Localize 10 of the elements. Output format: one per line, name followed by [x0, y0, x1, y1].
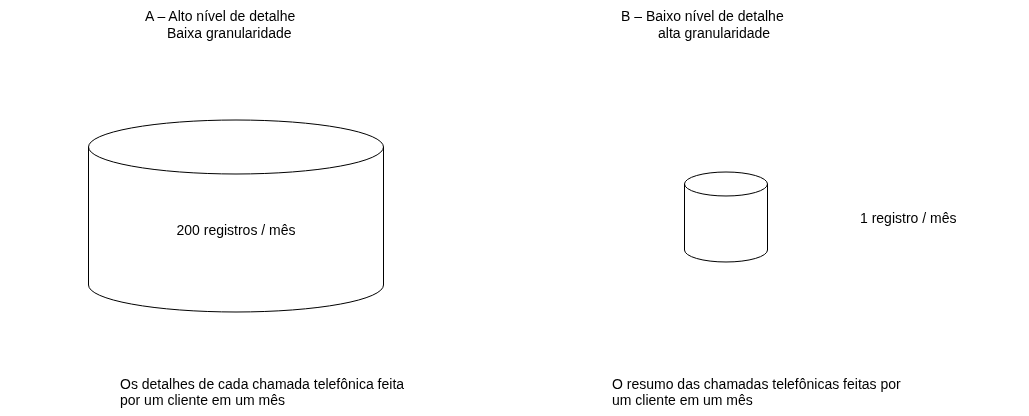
description-text: Os detalhes de cada chamada telefônica feita por um cliente em um mês	[120, 376, 406, 408]
cylinder-shape	[684, 172, 768, 262]
description-text: O resumo das chamadas telefônicas feitas por um cliente em um mês	[612, 376, 902, 408]
heading-text: Baixa granularidade	[167, 25, 292, 41]
quantity-label: 1 registro / mês	[860, 210, 957, 226]
heading-text: alta granularidade	[658, 25, 771, 41]
node-label: 200 registros / mês	[176, 221, 296, 238]
heading-text: B – Baixo nível de detalhe	[621, 8, 784, 24]
cylinder-shape	[88, 120, 384, 312]
heading-text: A – Alto nível de detalhe	[145, 8, 296, 24]
